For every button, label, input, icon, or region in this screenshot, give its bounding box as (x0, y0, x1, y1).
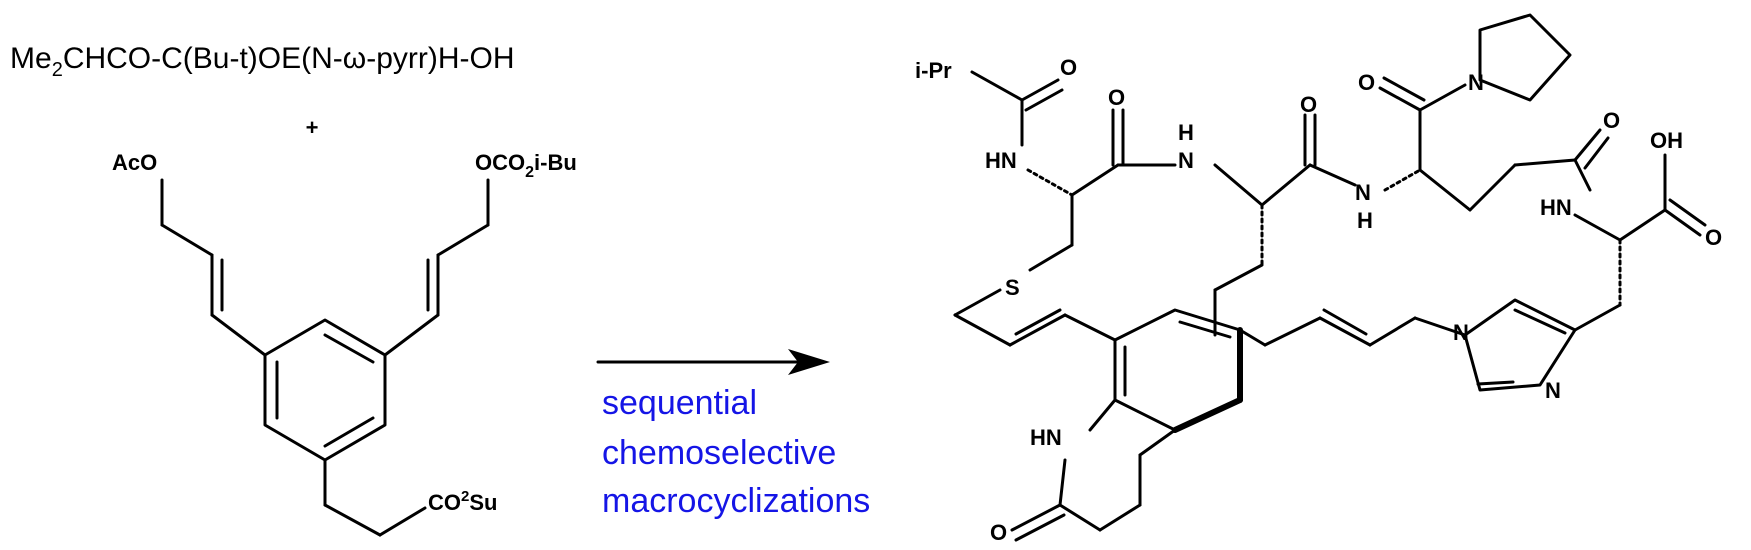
label-o-mid: O (1300, 92, 1317, 117)
label-hn-lactam: HN (1030, 425, 1062, 450)
label-n-imid2: N (1545, 378, 1561, 403)
label-oh: OH (1650, 128, 1683, 153)
label-o-acid: O (1705, 225, 1722, 250)
arrow-head (788, 349, 830, 375)
label-n-nh2: N (1355, 180, 1371, 205)
reaction-arrow (596, 349, 830, 375)
label-o-gln: O (1603, 108, 1620, 133)
label-n-pyrr: N (1468, 70, 1484, 95)
label-ipr: i-Pr (915, 58, 952, 83)
reactant-2-structure (160, 178, 490, 537)
product-pyrrolidine-ring (1478, 13, 1572, 102)
product-imidazole-ring (1463, 298, 1577, 392)
label-o-cap: O (1060, 55, 1077, 80)
plus-sign: + (306, 115, 319, 140)
label-n-nh1: N (1178, 148, 1194, 173)
label-co2su: CO2Su (428, 488, 497, 515)
conditions-line-1: sequential (602, 384, 757, 422)
product-structure (953, 13, 1707, 542)
label-hn-cys: HN (985, 148, 1017, 173)
label-o-cys: O (1108, 85, 1125, 110)
label-s: S (1005, 275, 1020, 300)
reactant-1-formula: Me2CHCO-C(Bu-t)OE(N-ω-pyrr)H-OH (10, 42, 515, 81)
label-h-nh1: H (1178, 120, 1194, 145)
conditions-line-2: chemoselective (602, 434, 836, 472)
label-h-nh2: H (1357, 208, 1373, 233)
reactant-2-benzene-ring (263, 318, 387, 462)
label-o-lactam: O (990, 520, 1007, 545)
product-central-ring (1113, 308, 1242, 432)
label-oco2-ibu: OCO2i-Bu (475, 150, 577, 181)
conditions-line-3: macrocyclizations (602, 482, 870, 520)
label-hn-his: HN (1540, 195, 1572, 220)
label-n-imid1: N (1453, 320, 1469, 345)
label-aco: AcO (112, 150, 157, 175)
label-o-pyrr: O (1358, 70, 1375, 95)
